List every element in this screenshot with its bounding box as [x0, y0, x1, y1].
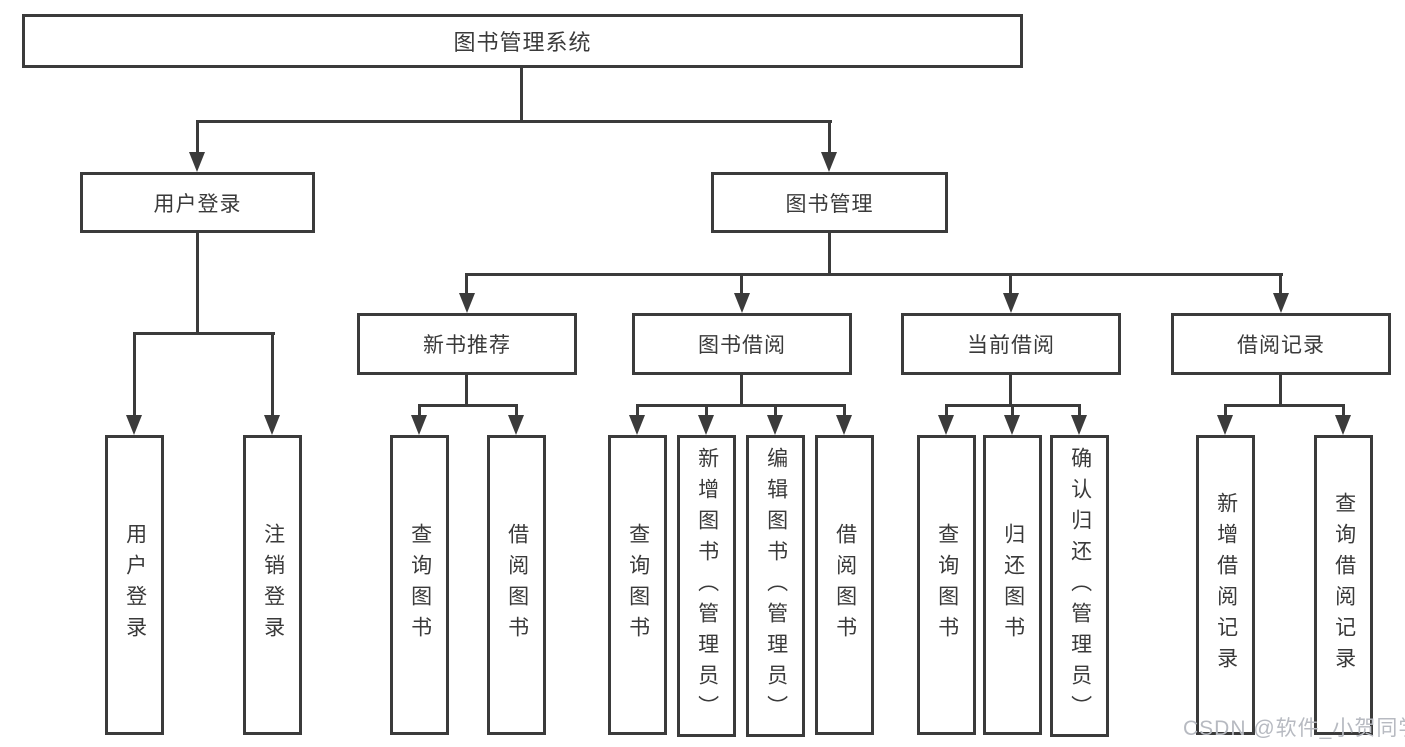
connector-line [740, 273, 743, 295]
connector-line [1224, 404, 1227, 418]
arrow-down-icon [836, 415, 852, 435]
arrow-down-icon [734, 293, 750, 313]
arrow-down-icon [189, 152, 205, 172]
connector-line [636, 404, 639, 418]
arrow-down-icon [459, 293, 475, 313]
leaf-add-books-admin: 新增图书（管理员） [677, 435, 736, 737]
connector-line [828, 120, 831, 154]
arrow-down-icon [1273, 293, 1289, 313]
connector-line [520, 66, 523, 123]
connector-line [465, 373, 468, 407]
arrow-down-icon [1217, 415, 1233, 435]
connector-line [196, 231, 199, 334]
node-user-login: 用户登录 [80, 172, 315, 233]
arrow-down-icon [1335, 415, 1351, 435]
connector-line [515, 404, 518, 418]
connector-line [1224, 404, 1345, 407]
connector-line [133, 332, 275, 335]
arrow-down-icon [767, 415, 783, 435]
node-book-borrowing: 图书借阅 [632, 313, 852, 375]
connector-line [1342, 404, 1345, 418]
connector-line [418, 404, 421, 418]
csdn-watermark: CSDN @软件_小贺同学 [1183, 717, 1405, 740]
connector-line [196, 120, 199, 154]
connector-line [843, 404, 846, 418]
connector-line [465, 273, 1283, 276]
connector-line [133, 332, 136, 418]
node-new-book-recommendation: 新书推荐 [357, 313, 577, 375]
connector-line [705, 404, 708, 418]
leaf-return-books: 归还图书 [983, 435, 1042, 735]
leaf-confirm-return-admin: 确认归还（管理员） [1050, 435, 1109, 737]
leaf-query-books: 查询图书 [390, 435, 449, 735]
arrow-down-icon [411, 415, 427, 435]
arrow-down-icon [938, 415, 954, 435]
connector-line [945, 404, 948, 418]
leaf-borrow-books: 借阅图书 [487, 435, 546, 735]
leaf-borrow-books: 借阅图书 [815, 435, 874, 735]
arrow-down-icon [698, 415, 714, 435]
connector-line [1279, 273, 1282, 295]
connector-line [1011, 404, 1014, 418]
connector-line [465, 273, 468, 295]
connector-line [774, 404, 777, 418]
leaf-edit-books-admin: 编辑图书（管理员） [746, 435, 805, 737]
connector-line [271, 332, 274, 418]
node-book-management: 图书管理 [711, 172, 948, 233]
node-library-management-system: 图书管理系统 [22, 14, 1023, 68]
leaf-query-borrow-record: 查询借阅记录 [1314, 435, 1373, 735]
connector-line [1078, 404, 1081, 418]
arrow-down-icon [508, 415, 524, 435]
leaf-query-books: 查询图书 [917, 435, 976, 735]
connector-line [636, 404, 846, 407]
arrow-down-icon [821, 152, 837, 172]
connector-line [196, 120, 832, 123]
arrow-down-icon [1003, 293, 1019, 313]
leaf-logout: 注销登录 [243, 435, 302, 735]
arrow-down-icon [126, 415, 142, 435]
leaf-query-books: 查询图书 [608, 435, 667, 735]
connector-line [740, 373, 743, 407]
node-current-borrowing: 当前借阅 [901, 313, 1121, 375]
arrow-down-icon [264, 415, 280, 435]
connector-line [828, 231, 831, 276]
node-borrowing-records: 借阅记录 [1171, 313, 1391, 375]
connector-line [418, 404, 518, 407]
arrow-down-icon [629, 415, 645, 435]
connector-line [1009, 273, 1012, 295]
arrow-down-icon [1004, 415, 1020, 435]
leaf-user-login: 用户登录 [105, 435, 164, 735]
connector-line [1009, 373, 1012, 407]
leaf-add-borrow-record: 新增借阅记录 [1196, 435, 1255, 735]
connector-line [1279, 373, 1282, 407]
arrow-down-icon [1071, 415, 1087, 435]
